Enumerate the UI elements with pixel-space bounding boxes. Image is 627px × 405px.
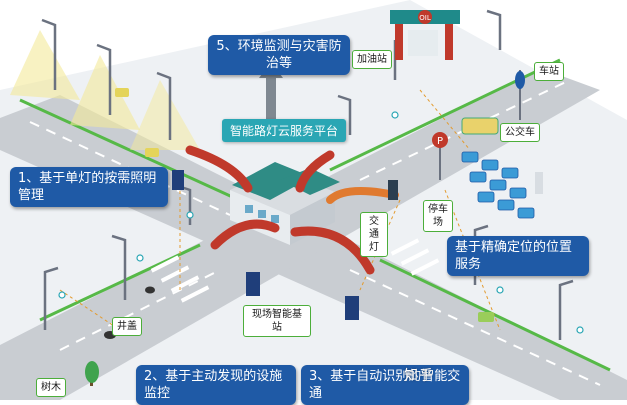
car-yellow-2 — [145, 148, 159, 157]
label-parking-lot: 停车场 — [423, 200, 453, 232]
station-sign — [515, 70, 525, 120]
data-arrows — [185, 145, 399, 275]
callout-environment-monitoring: 5、环境监测与灾害防治等 — [208, 35, 350, 75]
streetlight-glow-3 — [130, 80, 200, 150]
callout-smart-traffic: 3、基于自动识别的智能交通 — [301, 365, 469, 405]
manhole-2 — [145, 286, 155, 294]
streetlight-glow-2 — [70, 55, 140, 130]
label-manhole-cover: 井盖 — [112, 317, 142, 336]
gas-sign-text: OIL — [419, 14, 431, 22]
car-green — [478, 312, 494, 322]
traffic-light-box — [388, 180, 398, 200]
label-gas-station: 加油站 — [352, 50, 392, 69]
label-station: 车站 — [534, 62, 564, 81]
callout-on-demand-lighting: 1、基于单灯的按需照明管理 — [10, 167, 168, 207]
smart-station-box-2 — [345, 296, 359, 320]
green-strip-1 — [19, 98, 251, 207]
watermark: 知乎 — [404, 368, 434, 384]
tree — [85, 361, 99, 386]
green-strip-4 — [379, 258, 611, 372]
crosswalk-left — [150, 255, 210, 303]
streetlight-glow-1 — [10, 30, 80, 100]
smart-station-box-3 — [172, 170, 184, 190]
parking-sign-text: P — [437, 136, 443, 147]
platform-label: 智能路灯云服务平台 — [222, 119, 347, 142]
parking-gate — [535, 172, 543, 194]
label-tree: 树木 — [36, 378, 66, 397]
label-bus: 公交车 — [500, 123, 540, 142]
gas-station: OIL — [390, 10, 460, 60]
sensor-dots — [58, 111, 584, 334]
label-traffic-light: 交通灯 — [360, 212, 388, 257]
label-onsite-smart-station: 现场智能基站 — [243, 305, 311, 337]
crosswalk-right — [390, 238, 440, 276]
callout-location-service: 基于精确定位的位置服务 — [447, 236, 589, 276]
smart-station-box-1 — [246, 272, 260, 296]
parking-sign: P — [432, 132, 448, 180]
callout-facility-monitoring: 2、基于主动发现的设施监控 — [136, 365, 296, 405]
green-strip-3 — [39, 243, 201, 322]
car-yellow-1 — [115, 88, 129, 97]
bus-graphic — [461, 117, 499, 135]
parking-lot-cars — [461, 151, 535, 219]
